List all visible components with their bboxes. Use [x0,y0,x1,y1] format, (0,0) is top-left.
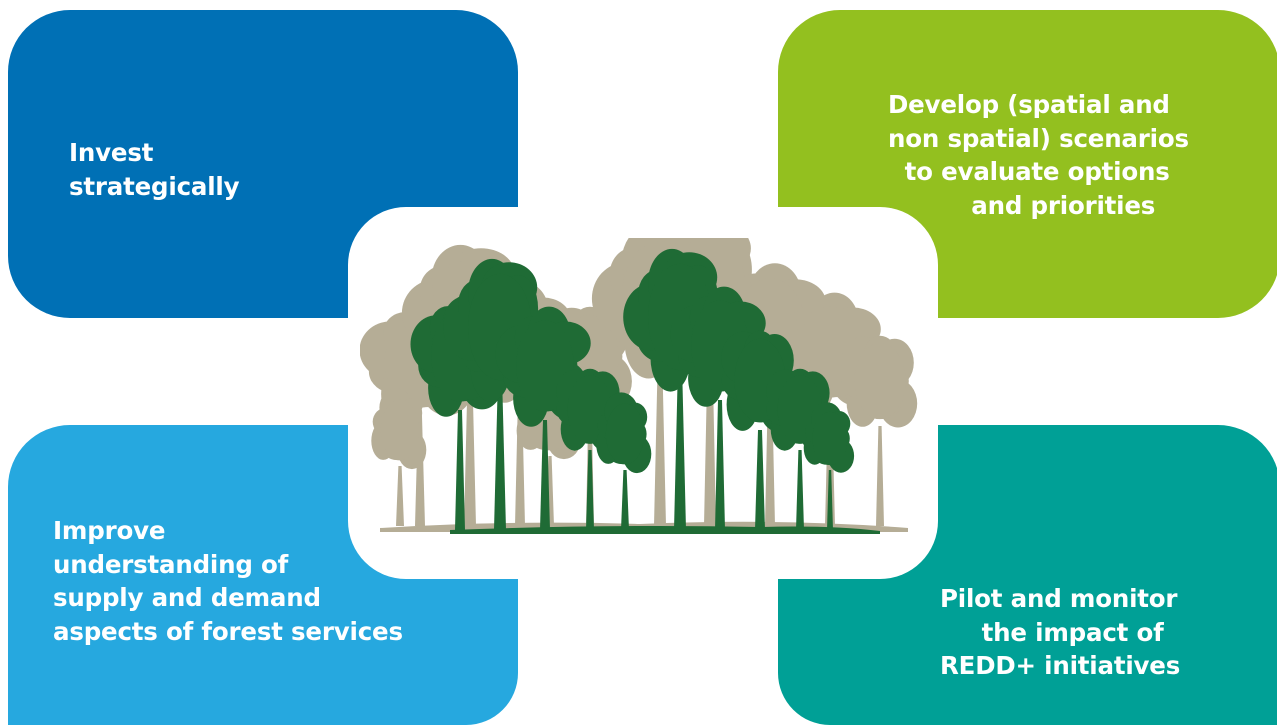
tree [841,335,918,526]
front-trees [410,248,880,534]
tree [803,402,855,530]
invest-label: Invest strategically [69,138,240,201]
tree [371,388,427,526]
understanding-label: Improve understanding of supply and dema… [53,516,403,646]
tree [596,392,652,530]
forest-trees-icon [360,238,918,534]
scenarios-label: Develop (spatial and non spatial) scenar… [888,90,1189,220]
pilot-label: Pilot and monitor the impact of REDD+ in… [940,584,1181,680]
